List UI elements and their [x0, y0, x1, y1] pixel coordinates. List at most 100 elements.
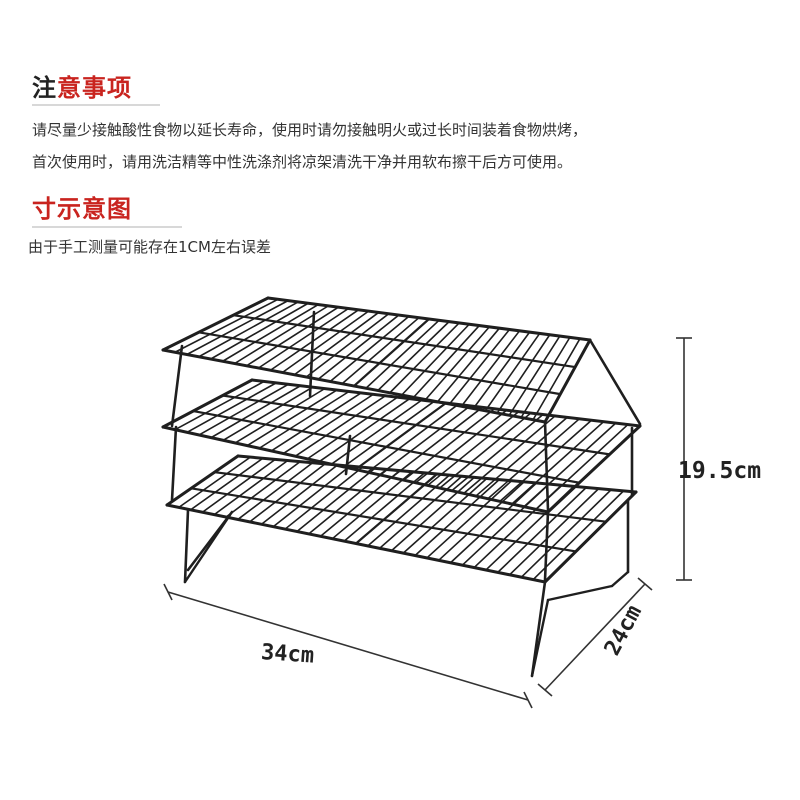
- rack-leg-1: [543, 420, 550, 512]
- rack-tier-3-wire: [378, 475, 463, 550]
- rack-tier-3-wire: [426, 479, 513, 559]
- rack-tier-1-wire: [484, 332, 541, 412]
- depth-tick-top: [637, 577, 653, 591]
- rack-tier-3-wire: [520, 488, 612, 578]
- rack-tier-3-frame: [165, 454, 240, 507]
- rack-tier-2-center-bar: [354, 401, 448, 471]
- rack-tier-3-wire: [284, 466, 364, 530]
- rack-tier-1-wire: [460, 330, 521, 408]
- rack-tier-2-wire: [174, 380, 265, 431]
- rack-tier-3-wire: [296, 467, 376, 533]
- rack-tier-3-frame: [543, 490, 638, 584]
- rack-leg-2: [344, 434, 352, 476]
- rack-tier-1-wire: [198, 301, 299, 358]
- size-title-text: 寸示意图: [32, 195, 132, 223]
- rack-tier-3-wire: [189, 457, 264, 511]
- rack-tier-3-wire: [331, 470, 413, 540]
- rack-tier-3-center-bar: [354, 472, 439, 545]
- rack-tier-1-wire: [329, 315, 410, 383]
- rack-tier-3-wire: [237, 461, 314, 521]
- rack-tier-1-wire: [317, 314, 400, 381]
- rack-tier-1-frame: [543, 338, 592, 424]
- rack-leg-1: [588, 338, 642, 426]
- rack-leg-3: [183, 508, 190, 584]
- rack-tier-1-wire: [496, 333, 551, 414]
- rack-tier-3-wire: [437, 481, 525, 562]
- rack-tier-2-wire: [318, 397, 411, 463]
- rack-tier-2-wire: [282, 393, 375, 455]
- rack-tier-2-wire: [378, 405, 472, 476]
- width-label: 34cm: [260, 640, 315, 669]
- rack-tier-3-wire: [225, 460, 301, 518]
- rack-tier-1-wire: [365, 319, 440, 390]
- notes-title-underline: [32, 104, 160, 106]
- notes-body: 请尽量少接触酸性食物以延长寿命，使用时请勿接触明火或过长时间装着食物烘烤， 首次…: [32, 114, 772, 178]
- depth-tick-bottom: [537, 683, 553, 697]
- rack-tier-1-wire: [257, 307, 350, 369]
- rack-foot-right: [610, 570, 630, 588]
- rack-tier-1-wire: [174, 298, 279, 354]
- rack-tier-1-wire: [269, 309, 360, 372]
- rack-tier-3-wire: [461, 483, 550, 566]
- notes-line-2: 首次使用时，请用洗洁精等中性洗涤剂将凉架清洗干净并用软布擦干后方可使用。: [32, 153, 573, 171]
- size-title-underline: [32, 226, 182, 228]
- rack-tier-1-wire: [341, 316, 420, 385]
- rack-wireframe: [161, 296, 642, 678]
- rack-foot-crossbar: [546, 584, 614, 602]
- rack-tier-2-wire: [462, 415, 556, 495]
- rack-tier-2-wire: [390, 406, 484, 479]
- rack-tier-2-wire: [487, 418, 581, 500]
- rack-tier-1-wire: [424, 326, 491, 401]
- rack-tier-3-wire: [496, 486, 588, 574]
- rack-tier-1-wire: [472, 331, 531, 410]
- rack-tier-1-wire: [520, 336, 571, 419]
- rack-tier-1-wire: [389, 322, 460, 394]
- rack-tier-2-wire: [186, 382, 278, 434]
- rack-tier-3-wire: [402, 477, 488, 554]
- notes-title-tail: 意事项: [57, 74, 132, 102]
- notes-line-1: 请尽量少接触酸性食物以延长寿命，使用时请勿接触明火或过长时间装着食物烘烤，: [32, 121, 588, 139]
- rack-tier-1-wire: [377, 320, 450, 392]
- dimension-lines: [163, 337, 692, 709]
- rack-tier-3-wire: [532, 490, 625, 581]
- rack-tier-3-wire: [178, 456, 252, 509]
- rack-tier-1-wire: [400, 323, 471, 396]
- rack-tier-3-wire: [367, 474, 451, 547]
- rack-leg-1: [308, 310, 316, 398]
- rack-tier-3-wire: [248, 463, 326, 523]
- rack-leg-2: [543, 510, 550, 582]
- rack-tier-1-wire: [508, 335, 561, 417]
- rack-leg-2: [170, 425, 178, 502]
- rack-tier-2-wire: [511, 420, 605, 505]
- rack-tier-2-wire: [475, 416, 569, 497]
- rack-tier-2-wire: [414, 409, 508, 484]
- rack-leg-1: [170, 344, 184, 428]
- rack-tier-3-wire: [272, 465, 351, 528]
- rack-tier-2-wire: [258, 390, 350, 450]
- rack-tier-3-wire: [414, 478, 500, 557]
- rack-tier-1-wire: [281, 310, 370, 374]
- rack-foot-front: [530, 598, 550, 678]
- rack-tier-1-frame: [161, 296, 270, 352]
- rack-tier-1-wire: [448, 328, 511, 405]
- rack-tier-2-wire: [306, 396, 399, 460]
- rack-tier-3-wire: [201, 458, 277, 514]
- rack-tier-2-frame: [546, 424, 642, 514]
- width-tick-left: [163, 583, 173, 601]
- notes-title-head: 注: [32, 74, 57, 102]
- rack-tier-1-wire: [532, 337, 581, 421]
- rack-tier-3-wire: [390, 476, 476, 552]
- rack-tier-3-wire: [485, 485, 575, 571]
- width-dimension-line: [167, 591, 529, 701]
- rack-tier-3-wire: [260, 464, 339, 526]
- rack-tier-3-wire: [508, 487, 600, 576]
- rack-tier-3-wire: [319, 469, 401, 538]
- rack-tier-3-wire: [213, 459, 289, 516]
- rack-tier-3-wire: [449, 482, 538, 564]
- rack-tier-2-wire: [366, 403, 459, 473]
- rack-tier-2-wire: [342, 400, 435, 468]
- rack-tier-2-wire: [234, 387, 326, 444]
- rack-tier-2-wire: [246, 389, 338, 447]
- rack-tier-2-wire: [222, 386, 314, 442]
